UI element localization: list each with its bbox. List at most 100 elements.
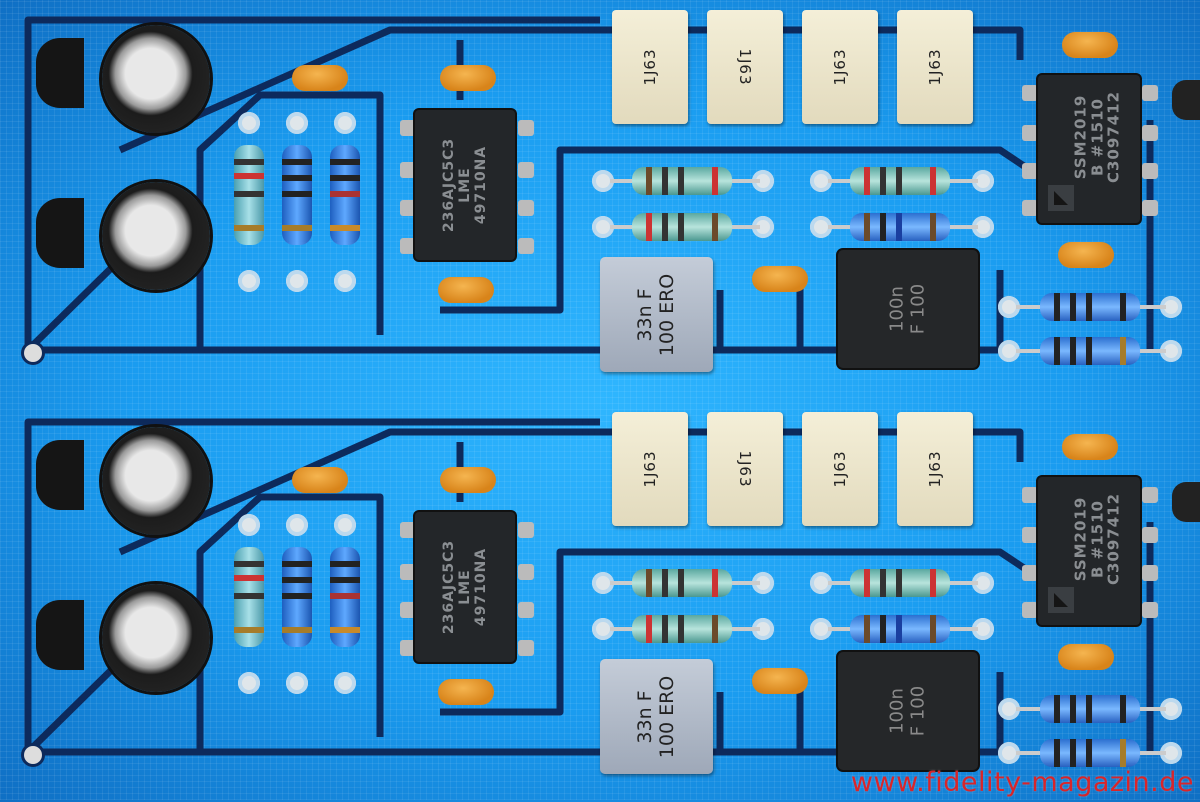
resistor (850, 569, 950, 597)
resistor-color-band (1054, 337, 1060, 365)
ceramic-capacitor (438, 679, 494, 705)
resistor-color-band (282, 577, 312, 583)
resistor (1040, 293, 1140, 321)
resistor (1040, 337, 1140, 365)
solder-pad (286, 112, 308, 134)
chip-pin (1022, 565, 1038, 581)
chip-pin (1022, 85, 1038, 101)
solder-pad (238, 514, 260, 536)
component-marking (118, 26, 1024, 154)
capacitor-marking: F 100 (907, 283, 928, 335)
solder-pad (972, 216, 994, 238)
resistor-color-band (662, 569, 668, 597)
resistor (330, 145, 360, 245)
resistor-color-band (678, 615, 684, 643)
film-capacitor: 1J63 (612, 412, 688, 526)
resistor (234, 145, 264, 245)
ceramic-capacitor (1062, 434, 1118, 460)
resistor-color-band (646, 213, 652, 241)
film-capacitor: 1J63 (612, 10, 688, 124)
component-marking (24, 418, 600, 752)
component-marking (118, 428, 1024, 556)
solder-pad (1160, 698, 1182, 720)
resistor-color-band (282, 191, 312, 197)
capacitor-marking: F 100 (907, 685, 928, 737)
electrolytic-capacitor (102, 427, 210, 535)
resistor-color-band (234, 561, 264, 567)
resistor-color-band (234, 173, 264, 179)
resistor-color-band (282, 175, 312, 181)
film-capacitor: 1J63 (707, 412, 783, 526)
resistor (234, 547, 264, 647)
chip-pin (1142, 602, 1158, 618)
ceramic-capacitor (438, 277, 494, 303)
chip-pin (400, 162, 416, 178)
chip-pin (518, 640, 534, 656)
resistor-color-band (880, 615, 886, 643)
resistor-color-band (1120, 337, 1126, 365)
chip-pin (1022, 527, 1038, 543)
solder-pad (334, 112, 356, 134)
capacitor-marking: 1J63 (926, 48, 944, 86)
resistor-color-band (1070, 337, 1076, 365)
resistor-color-band (880, 167, 886, 195)
solder-pad (592, 170, 614, 192)
chip-marking: LME (456, 569, 473, 605)
solder-pad (286, 672, 308, 694)
solder-pad (752, 170, 774, 192)
resistor-color-band (896, 167, 902, 195)
solder-pad (810, 572, 832, 594)
solder-pad (1160, 742, 1182, 764)
solder-pad (592, 216, 614, 238)
resistor-color-band (1120, 739, 1126, 767)
chip-pin (400, 200, 416, 216)
resistor-color-band (1054, 293, 1060, 321)
film-capacitor: 1J63 (897, 10, 973, 124)
resistor-color-band (330, 159, 360, 165)
component-marking (1054, 593, 1068, 607)
solder-pad (238, 270, 260, 292)
resistor-color-band (234, 159, 264, 165)
resistor-color-band (1054, 695, 1060, 723)
ceramic-capacitor (1058, 242, 1114, 268)
resistor-color-band (1054, 739, 1060, 767)
transistor (36, 38, 84, 108)
component-marking (1054, 191, 1068, 205)
resistor-color-band (646, 167, 652, 195)
resistor-color-band (1086, 293, 1092, 321)
film-capacitor: 1J63 (802, 10, 878, 124)
capacitor-marking: 100n (886, 688, 908, 734)
chip-pin (1142, 125, 1158, 141)
chip-marking: C3097412 (1104, 91, 1123, 184)
resistor-color-band (678, 167, 684, 195)
resistor-color-band (234, 191, 264, 197)
ceramic-capacitor (1058, 644, 1114, 670)
resistor (850, 213, 950, 241)
ceramic-capacitor (752, 266, 808, 292)
resistor-color-band (282, 225, 312, 231)
solder-pad (810, 216, 832, 238)
chip-pin (1142, 565, 1158, 581)
film-capacitor: 1J63 (707, 10, 783, 124)
resistor-color-band (1070, 293, 1076, 321)
solder-pad (286, 514, 308, 536)
resistor-color-band (864, 615, 870, 643)
resistor-color-band (896, 213, 902, 241)
resistor-color-band (1120, 293, 1126, 321)
watermark: www.fidelity-magazin.de (850, 767, 1194, 798)
chip-pin (400, 564, 416, 580)
component-marking (440, 548, 1032, 716)
solder-pad (752, 572, 774, 594)
resistor-color-band (330, 577, 360, 583)
electrolytic-capacitor (102, 25, 210, 133)
resistor-color-band (282, 561, 312, 567)
solder-pad (752, 216, 774, 238)
resistor-color-band (662, 615, 668, 643)
